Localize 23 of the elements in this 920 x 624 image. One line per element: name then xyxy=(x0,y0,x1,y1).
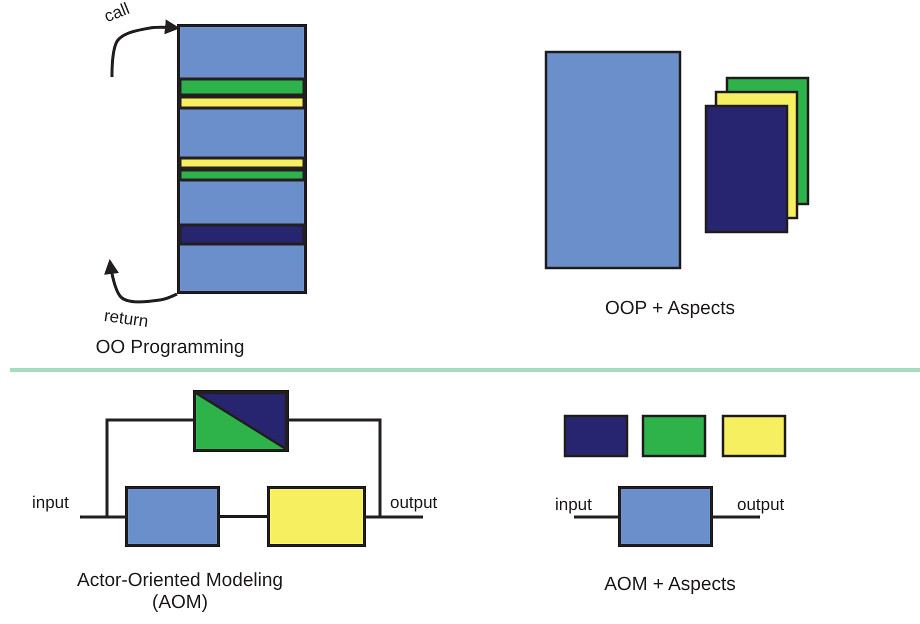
edge-label: input xyxy=(32,494,69,511)
edge-label: return xyxy=(103,307,150,330)
connector-line xyxy=(713,516,760,518)
connector-line xyxy=(80,516,125,518)
actor-block xyxy=(193,390,289,452)
caption: OO Programming xyxy=(94,337,246,359)
edge-label: output xyxy=(737,496,784,513)
connector-line xyxy=(220,515,267,518)
connector-line xyxy=(574,516,618,518)
caption: OOP + Aspects xyxy=(604,298,736,320)
connector-line xyxy=(106,418,193,517)
call-stack-column xyxy=(177,24,307,294)
edge-label: call xyxy=(102,0,132,26)
connector-line xyxy=(289,418,382,517)
actor-block xyxy=(267,486,366,547)
caption: Actor-Oriented Modeling (AOM) xyxy=(76,570,284,614)
caption: AOM + Aspects xyxy=(603,574,737,596)
actor-block xyxy=(125,486,220,547)
arrow xyxy=(104,259,178,304)
edge-label: output xyxy=(390,494,438,511)
edge-label: input xyxy=(555,496,592,513)
actor-block xyxy=(618,486,713,547)
connector-line xyxy=(366,516,423,518)
